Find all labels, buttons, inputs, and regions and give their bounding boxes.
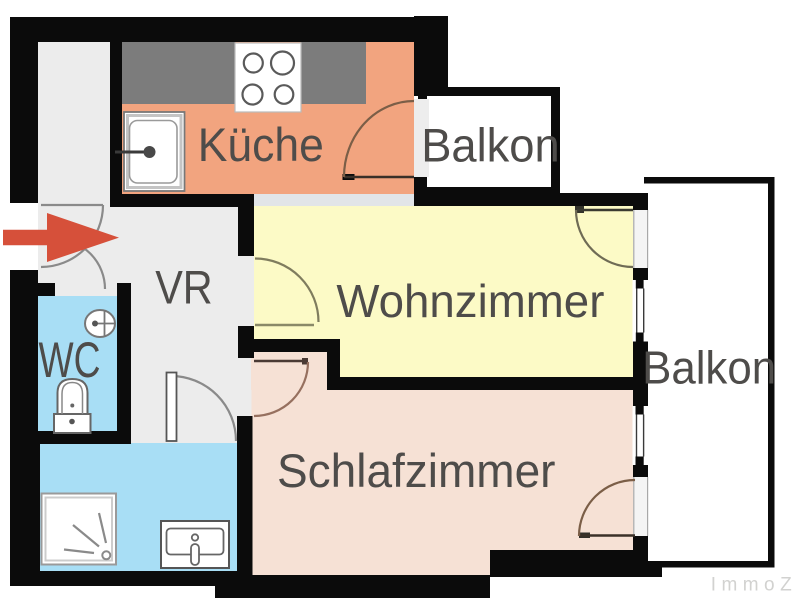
svg-text:Balkon: Balkon [421,120,560,173]
svg-text:Schlafzimmer: Schlafzimmer [277,445,556,498]
svg-text:ImmoZ: ImmoZ [711,575,792,596]
svg-text:WC: WC [39,332,101,388]
svg-text:Küche: Küche [198,119,324,172]
svg-text:Balkon: Balkon [642,342,776,394]
svg-text:VR: VR [155,262,213,315]
svg-text:Wohnzimmer: Wohnzimmer [336,275,604,327]
